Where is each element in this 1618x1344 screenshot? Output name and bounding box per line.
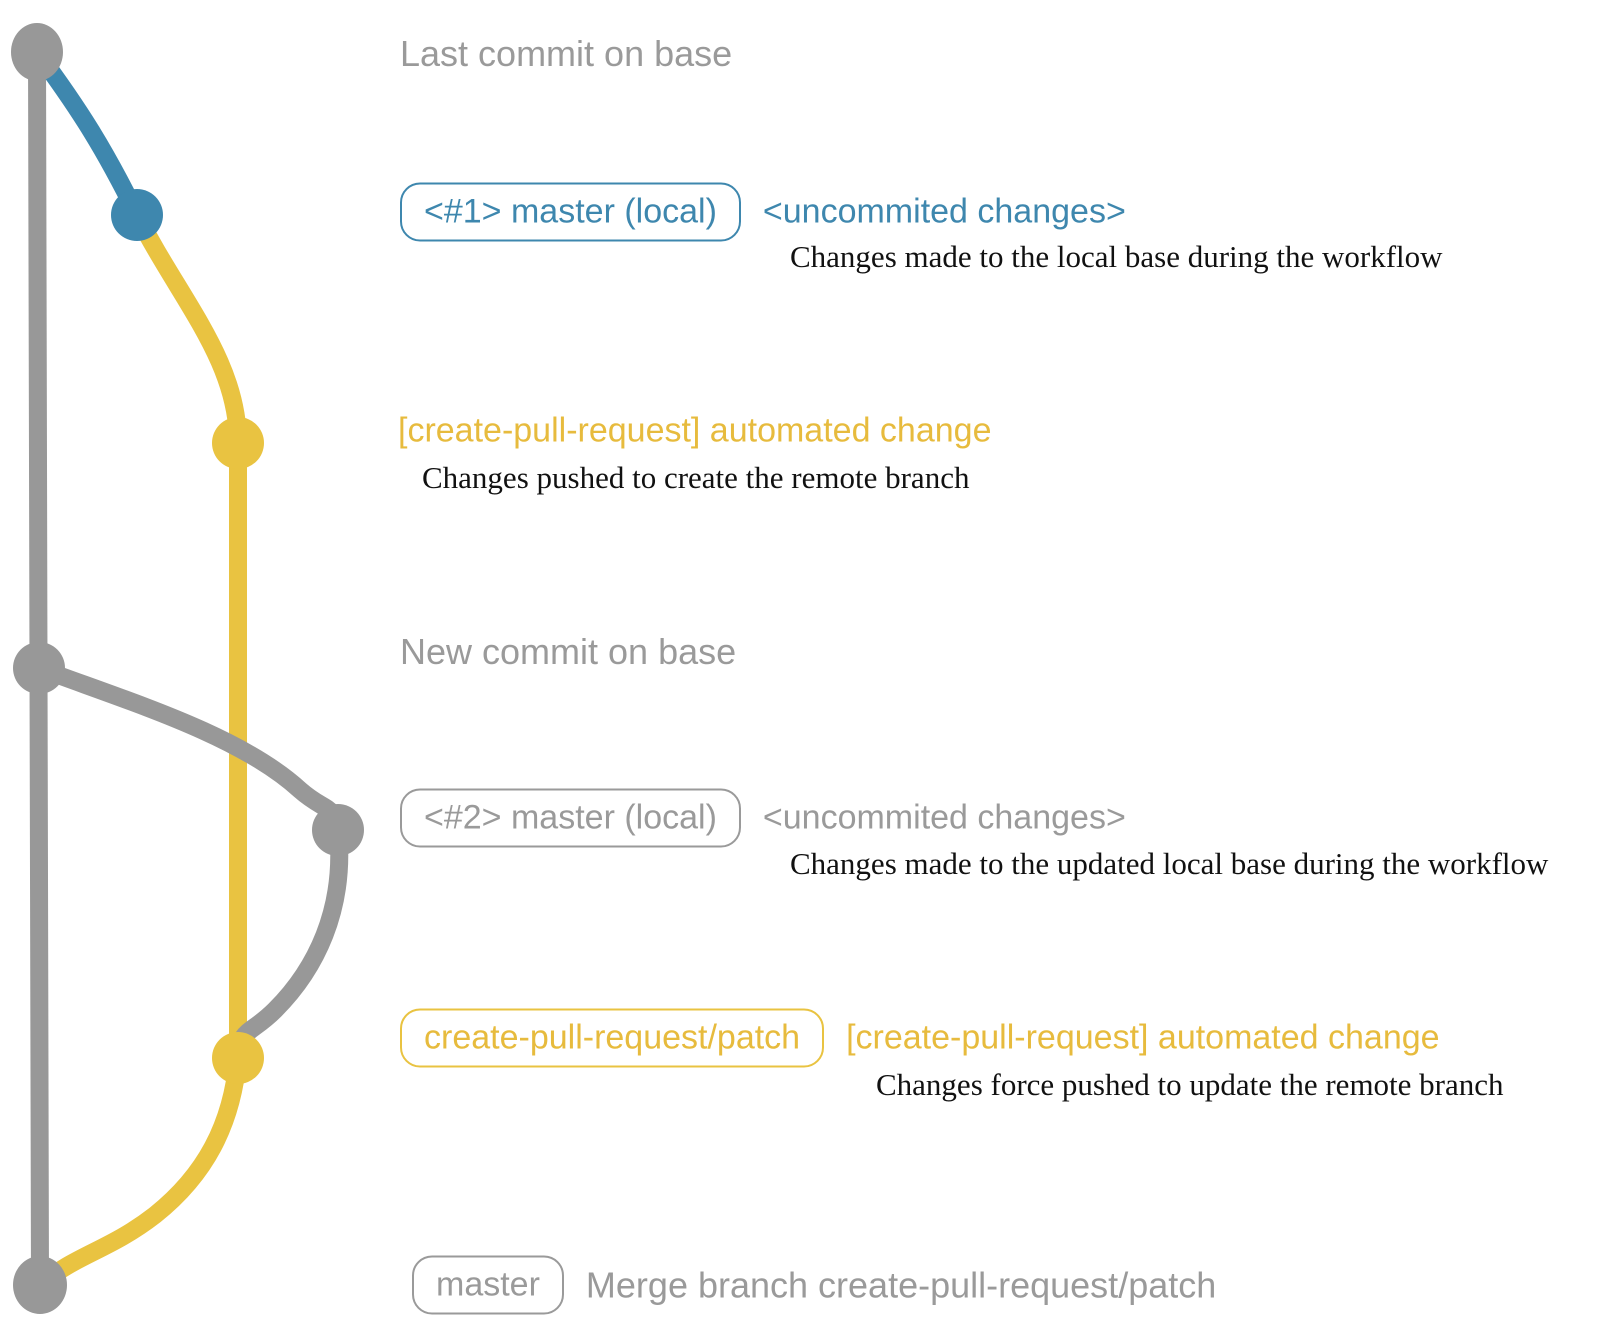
description-push1: Changes pushed to create the remote bran… [422,460,970,495]
commit-dot-merge [13,1256,67,1314]
description-local1: Changes made to the local base during th… [790,239,1443,274]
edge-patch-branch-from-local [128,206,247,452]
edge-new-base-to-local2 [30,659,347,839]
row-local2: <#2> master (local) <uncommited changes> [400,788,1126,848]
commit-dot-new-base [13,642,65,694]
branch-badge-local1: <#1> master (local) [400,182,741,242]
label-merge-branch: Merge branch create-pull-request/patch [585,1264,1217,1305]
annotation-automated-change-1: [create-pull-request] automated change [398,411,992,450]
description-local2: Changes made to the updated local base d… [790,846,1549,881]
edge-local2-to-patch [229,821,349,1067]
row-merge: master Merge branch create-pull-request/… [412,1255,1217,1315]
annotation-automated-change-2: [create-pull-request] automated change [846,1018,1440,1057]
edge-local1-branch [28,43,146,224]
commit-dot-patch1 [212,417,264,469]
row-local1: <#1> master (local) <uncommited changes> [400,182,1126,242]
description-push2: Changes force pushed to update the remot… [876,1067,1504,1102]
annotation-uncommited-changes-2: <uncommited changes> [762,798,1126,837]
edge-patch-merge [31,1049,247,1294]
commit-dot-last-base [11,23,63,81]
annotation-uncommited-changes-1: <uncommited changes> [762,192,1126,231]
label-last-commit-on-base: Last commit on base [400,33,733,74]
commit-graph [11,23,364,1314]
branch-badge-patch: create-pull-request/patch [400,1008,825,1068]
row-patch: create-pull-request/patch [create-pull-r… [400,1008,1440,1068]
commit-dot-local1 [111,189,163,241]
label-new-commit-on-base: New commit on base [400,631,737,672]
commit-dot-patch2 [212,1032,264,1084]
commit-dot-local2 [312,804,364,856]
branch-badge-master: master [412,1255,564,1315]
branch-badge-local2: <#2> master (local) [400,788,741,848]
